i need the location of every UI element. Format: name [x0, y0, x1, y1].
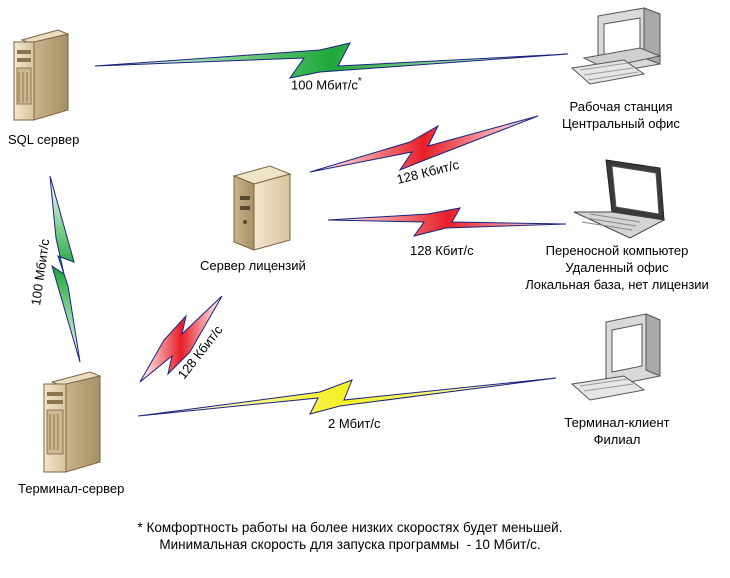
speed-license-laptop: 128 Кбит/с	[410, 243, 474, 258]
terminal-client-label-line2: Филиал	[593, 432, 641, 447]
link-license-workstation	[309, 115, 539, 173]
footnote-mark: *	[357, 76, 362, 87]
license-server-icon	[232, 165, 292, 251]
terminal-client-label: Терминал-клиент Филиал	[564, 414, 669, 448]
laptop-label-line3: Локальная база, нет лицензии	[525, 277, 709, 292]
workstation-icon	[570, 7, 662, 85]
license-server-label: Сервер лицензий	[200, 258, 306, 273]
terminal-client-label-line1: Терминал-клиент	[564, 415, 670, 430]
sql-server-icon	[13, 29, 70, 121]
footnote-line1: * Комфортность работы на более низких ск…	[137, 520, 563, 535]
terminal-server-label: Терминал-сервер	[18, 481, 125, 496]
workstation-label-line1: Рабочая станция	[569, 99, 673, 114]
laptop-label: Переносной компьютер Удаленный офис Лока…	[525, 242, 709, 293]
footnote: * Комфортность работы на более низких ск…	[0, 519, 700, 553]
link-sql-terminal	[49, 175, 81, 363]
laptop-icon	[573, 159, 666, 239]
link-license-laptop	[327, 207, 567, 237]
laptop-label-line1: Переносной компьютер	[545, 243, 689, 258]
speed-license-workstation: 128 Кбит/с	[395, 157, 461, 187]
sql-server-label: SQL сервер	[8, 132, 80, 147]
workstation-label-line2: Центральный офис	[562, 116, 680, 131]
speed-sql-terminal: 100 Мбит/с	[28, 238, 52, 307]
terminal-server-icon	[43, 371, 102, 473]
terminal-client-icon	[570, 313, 661, 401]
footnote-line2: Минимальная скорость для запуска програм…	[159, 537, 541, 552]
speed-sql-workstation: 100 Мбит/с*	[291, 76, 362, 92]
speed-terminal-client: 2 Мбит/с	[328, 416, 381, 431]
laptop-label-line2: Удаленный офис	[565, 260, 669, 275]
link-terminal-client	[137, 377, 557, 417]
workstation-label: Рабочая станция Центральный офис	[562, 98, 680, 132]
speed-sql-workstation-value: 100 Мбит/с	[291, 77, 358, 93]
link-terminal-license	[139, 295, 223, 383]
link-sql-workstation	[94, 42, 569, 79]
